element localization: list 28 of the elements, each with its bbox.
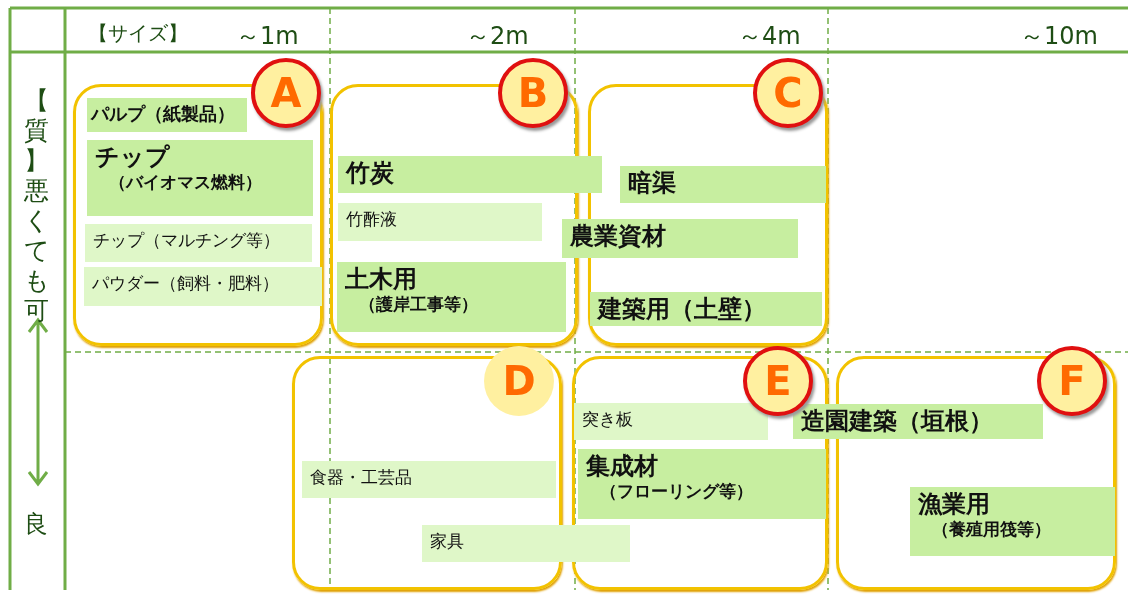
axis-tick: ～10m: [1020, 21, 1098, 52]
category-label: 建築用（土壁）: [590, 292, 822, 326]
category-label: 食器・工芸品: [302, 461, 556, 498]
axis-tick: ～1m: [236, 21, 299, 52]
axis-label: 良: [24, 509, 48, 540]
category-label: チップ（マルチング等）: [85, 224, 312, 262]
category-label: 竹酢液: [338, 203, 542, 241]
letter-badge: B: [498, 58, 568, 128]
axis-tick: ～4m: [738, 21, 801, 52]
category-label: 暗渠: [620, 166, 826, 203]
category-label: 造園建築（垣根）: [793, 404, 1043, 439]
category-label: パウダー（飼料・肥料）: [84, 267, 322, 306]
category-label: 竹炭: [338, 156, 602, 193]
category-label: パルプ（紙製品）: [87, 98, 247, 132]
category-label: 漁業用 （養殖用筏等）: [910, 487, 1115, 556]
category-label: 突き板: [574, 403, 768, 440]
axis-tick: ～2m: [466, 21, 529, 52]
category-label: 土木用 （護岸工事等）: [337, 262, 566, 332]
category-label: 家具: [422, 525, 630, 562]
letter-badge: C: [753, 58, 823, 128]
category-label: 集成材 （フローリング等）: [578, 449, 826, 519]
letter-badge: A: [251, 58, 321, 128]
axis-title: 【質】悪くても可: [24, 86, 51, 326]
category-label: チップ （バイオマス燃料）: [87, 140, 313, 216]
category-label: 農業資材: [562, 219, 798, 258]
letter-badge: F: [1037, 346, 1107, 416]
size-heading: 【サイズ】: [88, 20, 188, 47]
letter-badge: D: [484, 346, 554, 416]
